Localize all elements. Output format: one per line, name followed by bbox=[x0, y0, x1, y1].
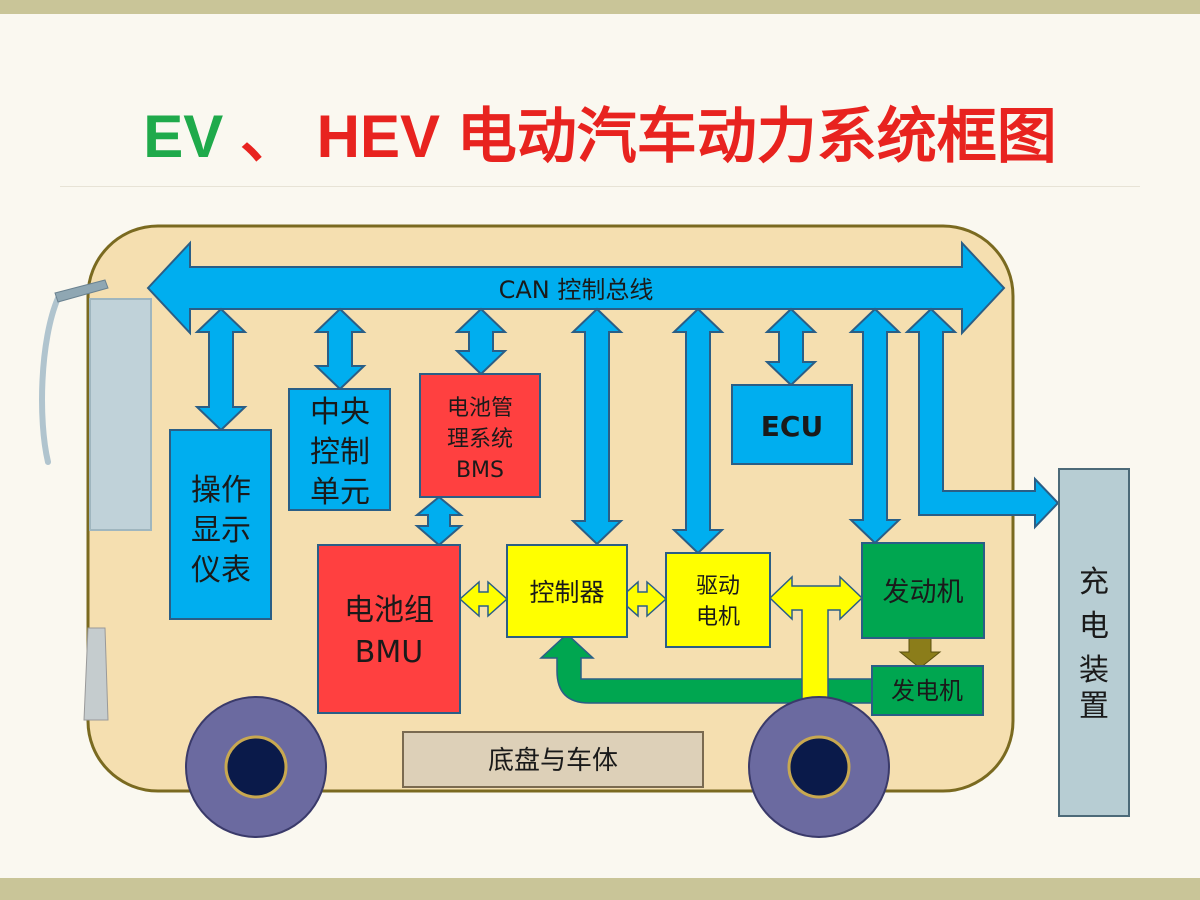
windshield bbox=[39, 295, 61, 465]
ecu-label: ECU bbox=[761, 410, 823, 443]
display-label-1: 操作 bbox=[191, 473, 251, 508]
can-bus-label: CAN 控制总线 bbox=[499, 276, 654, 304]
front-wheel-hub bbox=[224, 735, 288, 799]
arrow-motor-engine-wheel bbox=[768, 575, 864, 737]
title-divider bbox=[60, 186, 1140, 187]
bottom-band bbox=[0, 878, 1200, 900]
central-control-box bbox=[288, 388, 391, 511]
central-label-3: 单元 bbox=[310, 475, 370, 510]
display-box bbox=[169, 429, 272, 620]
top-band bbox=[0, 0, 1200, 14]
bms-label-1: 电池管 bbox=[447, 396, 513, 421]
central-label-2: 控制 bbox=[310, 435, 370, 470]
drive-motor-label-2: 电机 bbox=[696, 605, 740, 630]
arrow-generator-controller bbox=[539, 632, 873, 704]
title-ev: EV bbox=[143, 103, 224, 170]
charger-label-3: 装 bbox=[1079, 653, 1109, 688]
generator-box bbox=[871, 665, 984, 716]
battery-label-1: 电池组 bbox=[344, 593, 434, 628]
ecu-box bbox=[731, 384, 853, 465]
drive-motor-box bbox=[665, 552, 771, 648]
bus-door-light bbox=[83, 627, 109, 721]
bms-label-2: 理系统 bbox=[447, 427, 513, 452]
title-separator: 、 bbox=[240, 103, 300, 170]
can-bus-arrow bbox=[146, 240, 1006, 336]
charger-label-4: 置 bbox=[1079, 689, 1109, 724]
rear-wheel-hub bbox=[787, 735, 851, 799]
battery-box bbox=[317, 544, 461, 714]
slide-title: EV 、 HEV 电动汽车动力系统框图 bbox=[0, 88, 1200, 175]
drive-motor-label-1: 驱动 bbox=[696, 574, 740, 599]
controller-label: 控制器 bbox=[529, 578, 604, 607]
bus-window bbox=[89, 298, 152, 531]
display-label-2: 显示 bbox=[191, 513, 251, 548]
charger-box bbox=[1058, 468, 1130, 817]
controller-box bbox=[506, 544, 628, 638]
generator-label: 发电机 bbox=[891, 677, 963, 705]
chassis-label: 底盘与车体 bbox=[488, 746, 618, 776]
display-label-3: 仪表 bbox=[191, 553, 251, 588]
bms-label-3: BMS bbox=[456, 458, 504, 483]
engine-label: 发动机 bbox=[883, 577, 964, 608]
bms-box bbox=[419, 373, 541, 498]
title-rest: HEV 电动汽车动力系统框图 bbox=[316, 103, 1057, 170]
engine-box bbox=[861, 542, 985, 639]
central-label-1: 中央 bbox=[310, 395, 370, 430]
mirror bbox=[54, 279, 109, 303]
chassis-box bbox=[402, 731, 704, 788]
arrow-engine-generator bbox=[898, 637, 942, 669]
battery-label-2: BMU bbox=[355, 635, 423, 670]
charger-label-2: 电 bbox=[1079, 609, 1109, 644]
charger-label-1: 充 bbox=[1079, 565, 1109, 600]
